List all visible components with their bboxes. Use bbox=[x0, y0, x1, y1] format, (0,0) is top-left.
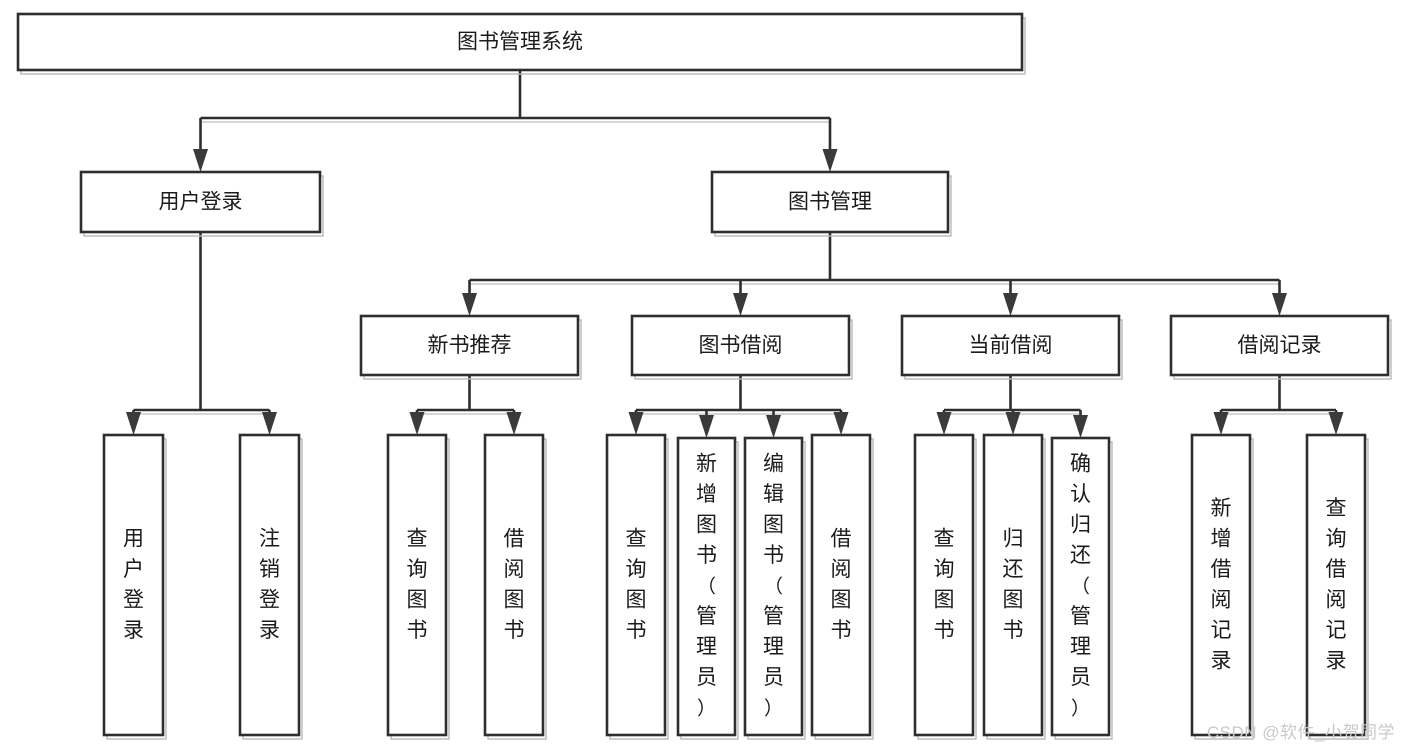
csdn-watermark: CSDN @软件_小贺同学 bbox=[1206, 723, 1395, 742]
node-label: 图书管理 bbox=[788, 191, 872, 214]
node-current-borrow[interactable]: 当前借阅 bbox=[900, 314, 1123, 380]
node-box[interactable] bbox=[1190, 433, 1252, 737]
node-leaf-query-book-2[interactable]: 查询图书 bbox=[605, 433, 669, 740]
node-label: 查询借阅记录 bbox=[1326, 497, 1347, 673]
node-borrow-record[interactable]: 借阅记录 bbox=[1169, 314, 1392, 380]
node-label: 查询图书 bbox=[626, 527, 647, 642]
node-box[interactable] bbox=[1305, 433, 1367, 737]
node-box[interactable] bbox=[676, 436, 737, 737]
node-box[interactable] bbox=[1050, 436, 1111, 737]
node-box[interactable] bbox=[359, 314, 580, 377]
node-label: 新增借阅记录 bbox=[1211, 497, 1232, 673]
node-box[interactable] bbox=[79, 170, 322, 234]
node-box[interactable] bbox=[810, 433, 872, 737]
node-label: 用户登录 bbox=[123, 527, 144, 642]
node-box[interactable] bbox=[386, 433, 448, 737]
node-leaf-borrow-book-2[interactable]: 借阅图书 bbox=[810, 433, 874, 740]
node-leaf-return-book[interactable]: 归还图书 bbox=[982, 433, 1046, 740]
node-label: 新书推荐 bbox=[428, 334, 512, 357]
node-box[interactable] bbox=[630, 314, 851, 377]
node-leaf-user-login[interactable]: 用户登录 bbox=[102, 433, 167, 740]
node-box[interactable] bbox=[982, 433, 1044, 737]
nodes-layer: 图书管理系统用户登录图书管理新书推荐图书借阅当前借阅借阅记录用户登录注销登录查询… bbox=[16, 12, 1392, 740]
node-label: 新增图书（管理员） bbox=[696, 453, 717, 720]
node-leaf-query-record[interactable]: 查询借阅记录 bbox=[1305, 433, 1369, 740]
node-label: 借阅图书 bbox=[504, 527, 525, 642]
node-box[interactable] bbox=[1169, 314, 1390, 377]
node-leaf-edit-book[interactable]: 编辑图书（管理员） bbox=[743, 436, 806, 740]
node-leaf-confirm-return[interactable]: 确认归还（管理员） bbox=[1050, 436, 1113, 740]
node-new-book-rec[interactable]: 新书推荐 bbox=[359, 314, 582, 380]
node-label: 图书借阅 bbox=[699, 334, 783, 357]
node-leaf-borrow-book-1[interactable]: 借阅图书 bbox=[483, 433, 547, 740]
node-book-borrow[interactable]: 图书借阅 bbox=[630, 314, 853, 380]
node-label: 归还图书 bbox=[1003, 527, 1024, 642]
node-box[interactable] bbox=[605, 433, 667, 737]
node-box[interactable] bbox=[743, 436, 804, 737]
node-label: 查询图书 bbox=[407, 527, 428, 642]
node-label: 注销登录 bbox=[259, 527, 280, 642]
node-box[interactable] bbox=[900, 314, 1121, 377]
node-box[interactable] bbox=[16, 12, 1024, 72]
node-leaf-add-book[interactable]: 新增图书（管理员） bbox=[676, 436, 739, 740]
node-label: 查询图书 bbox=[934, 527, 955, 642]
node-label: 借阅记录 bbox=[1238, 334, 1322, 357]
node-label: 当前借阅 bbox=[969, 334, 1053, 357]
node-leaf-add-record[interactable]: 新增借阅记录 bbox=[1190, 433, 1254, 740]
node-leaf-query-book-3[interactable]: 查询图书 bbox=[913, 433, 977, 740]
node-leaf-logout[interactable]: 注销登录 bbox=[238, 433, 303, 740]
node-label: 图书管理系统 bbox=[457, 31, 583, 54]
node-leaf-query-book-1[interactable]: 查询图书 bbox=[386, 433, 450, 740]
node-box[interactable] bbox=[913, 433, 975, 737]
node-label: 用户登录 bbox=[159, 191, 243, 214]
node-user-login[interactable]: 用户登录 bbox=[79, 170, 324, 237]
node-root[interactable]: 图书管理系统 bbox=[16, 12, 1026, 75]
edges-layer bbox=[126, 70, 1344, 438]
node-label: 借阅图书 bbox=[831, 527, 852, 642]
node-box[interactable] bbox=[483, 433, 545, 737]
node-box[interactable] bbox=[710, 170, 950, 234]
node-label: 编辑图书（管理员） bbox=[763, 453, 784, 720]
node-label: 确认归还（管理员） bbox=[1070, 453, 1091, 720]
node-box[interactable] bbox=[102, 433, 165, 737]
node-book-manage[interactable]: 图书管理 bbox=[710, 170, 952, 237]
node-box[interactable] bbox=[238, 433, 301, 737]
